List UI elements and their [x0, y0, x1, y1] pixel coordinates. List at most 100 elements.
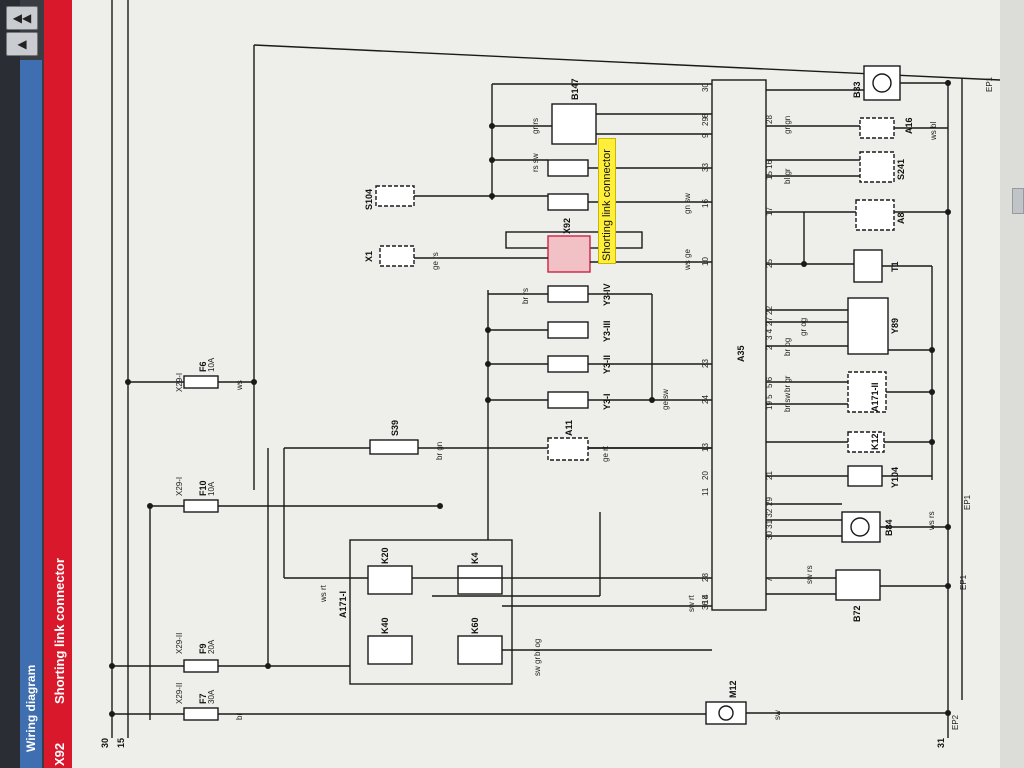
wire-label: sw rt	[687, 594, 696, 612]
pin-left: 23	[701, 359, 710, 368]
pin-right: 17	[765, 207, 774, 216]
label-s39: S39	[390, 420, 400, 436]
wire-label: ws	[235, 380, 244, 391]
wire-label: gr rs	[531, 118, 540, 134]
pin-left: 8	[701, 113, 710, 118]
wire-label: ws bl	[929, 122, 938, 141]
wire-label: bl gr	[783, 168, 792, 184]
fuse-f7-name: F7	[198, 693, 208, 704]
pin-left: 28	[701, 573, 710, 582]
left-bezel	[0, 0, 20, 768]
pin-right: 19 5	[765, 394, 774, 410]
fuse-f10-name: F10	[198, 480, 208, 496]
pin-right: 3 4	[765, 328, 774, 340]
label-a16: A16	[904, 117, 914, 134]
label-x92: X92	[562, 218, 572, 234]
fuse-f6-connector: X29-I	[175, 373, 184, 392]
label-k4: K4	[470, 552, 480, 564]
pin-right: 25	[765, 259, 774, 268]
label-y104: Y104	[890, 467, 900, 488]
wire-label: br gn	[435, 442, 444, 460]
label-a171-1: A171-I	[338, 591, 348, 618]
wire-label: gn sw	[683, 193, 692, 214]
wire-label: bl og	[533, 639, 542, 656]
label-y3-1: Y3-I	[602, 393, 612, 410]
label-s104: S104	[364, 189, 374, 210]
label-k60: K60	[470, 617, 480, 634]
tooltip: Shorting link connector	[598, 138, 616, 264]
fuse-f9-rating: 20A	[207, 639, 216, 654]
label-a171-2: A171-II	[870, 382, 880, 412]
label-k40: K40	[380, 617, 390, 634]
pin-left: 16	[701, 199, 710, 208]
wire-label: ge sw	[661, 389, 670, 410]
pin-left: 10	[701, 257, 710, 266]
left-arrow-icon: ◀	[17, 37, 27, 51]
label-t1: T1	[890, 261, 900, 272]
fuse-f6-rating: 10A	[207, 357, 216, 372]
rail-31-label: 31	[936, 738, 946, 748]
scroll-up-button[interactable]: ◀◀	[6, 6, 38, 30]
subtitle-strip	[44, 0, 72, 768]
pin-left: 24	[701, 395, 710, 404]
pin-left: 18	[701, 595, 710, 604]
ground-ep1-bot: EP1	[959, 574, 968, 590]
ground-ep2: EP2	[951, 714, 960, 730]
wire-label: ge rs	[431, 252, 440, 270]
fuse-f10-connector: X29-I	[175, 477, 184, 496]
label-b33: B33	[852, 81, 862, 98]
fuse-f6-name: F6	[198, 361, 208, 372]
label-b147: B147	[570, 78, 580, 100]
label-x1: X1	[364, 251, 374, 262]
fuse-f9-name: F9	[198, 643, 208, 654]
scroll-down-button[interactable]: ◀	[6, 32, 38, 56]
label-a35: A35	[736, 345, 746, 362]
tooltip-text: Shorting link connector	[601, 149, 613, 261]
pin-left: 36 4	[701, 594, 710, 610]
fuse-f7-rating: 30A	[207, 689, 216, 704]
wire-label: br gr	[783, 375, 792, 392]
label-a11: A11	[564, 420, 574, 436]
pin-right: 30 31 32	[765, 508, 774, 540]
wire-label: ge rt	[601, 445, 610, 462]
wire-label: gr gn	[783, 116, 792, 134]
label-s241: S241	[896, 159, 906, 180]
label-y89: Y89	[890, 318, 900, 334]
label-y3-2: Y3-II	[602, 355, 612, 374]
wire-label: sw gr	[533, 657, 542, 676]
wire-label: ws ge	[683, 249, 692, 271]
wire-label: br sw	[783, 393, 792, 412]
pin-left: 11	[701, 487, 710, 496]
pin-left: 20	[701, 471, 710, 480]
wire-label: br	[235, 713, 244, 720]
pin-right: 27 22	[765, 305, 774, 326]
label-a8: A8	[896, 212, 906, 224]
pin-right: 28	[765, 115, 774, 124]
wire-label: br og	[783, 338, 792, 356]
wire-label: gr og	[799, 318, 808, 336]
right-edge	[1000, 0, 1024, 768]
fuse-f7-connector: X29-II	[175, 683, 184, 704]
pin-right: 7	[765, 577, 774, 582]
wire-label: sw	[773, 710, 782, 720]
pin-right: 2	[765, 345, 774, 350]
wire-label: rs sw	[531, 153, 540, 172]
ground-ep1-top: EP1	[985, 76, 994, 92]
label-b72: B72	[852, 605, 862, 622]
label-m12: M12	[728, 680, 738, 698]
pin-left: 9	[701, 133, 710, 138]
label-k12: K12	[870, 433, 880, 450]
ground-ep1-mid: EP1	[963, 494, 972, 510]
pin-right: 5 6	[765, 376, 774, 388]
pin-right: 29	[765, 497, 774, 506]
pin-right: 21	[765, 471, 774, 480]
title-strip	[20, 60, 42, 768]
rail-15-label: 15	[116, 738, 126, 748]
label-b84: B84	[884, 519, 894, 536]
wire-label: br rs	[521, 288, 530, 304]
pin-left: 33	[701, 163, 710, 172]
wire-label: ws rt	[319, 584, 328, 603]
pin-left: 29	[701, 117, 710, 126]
